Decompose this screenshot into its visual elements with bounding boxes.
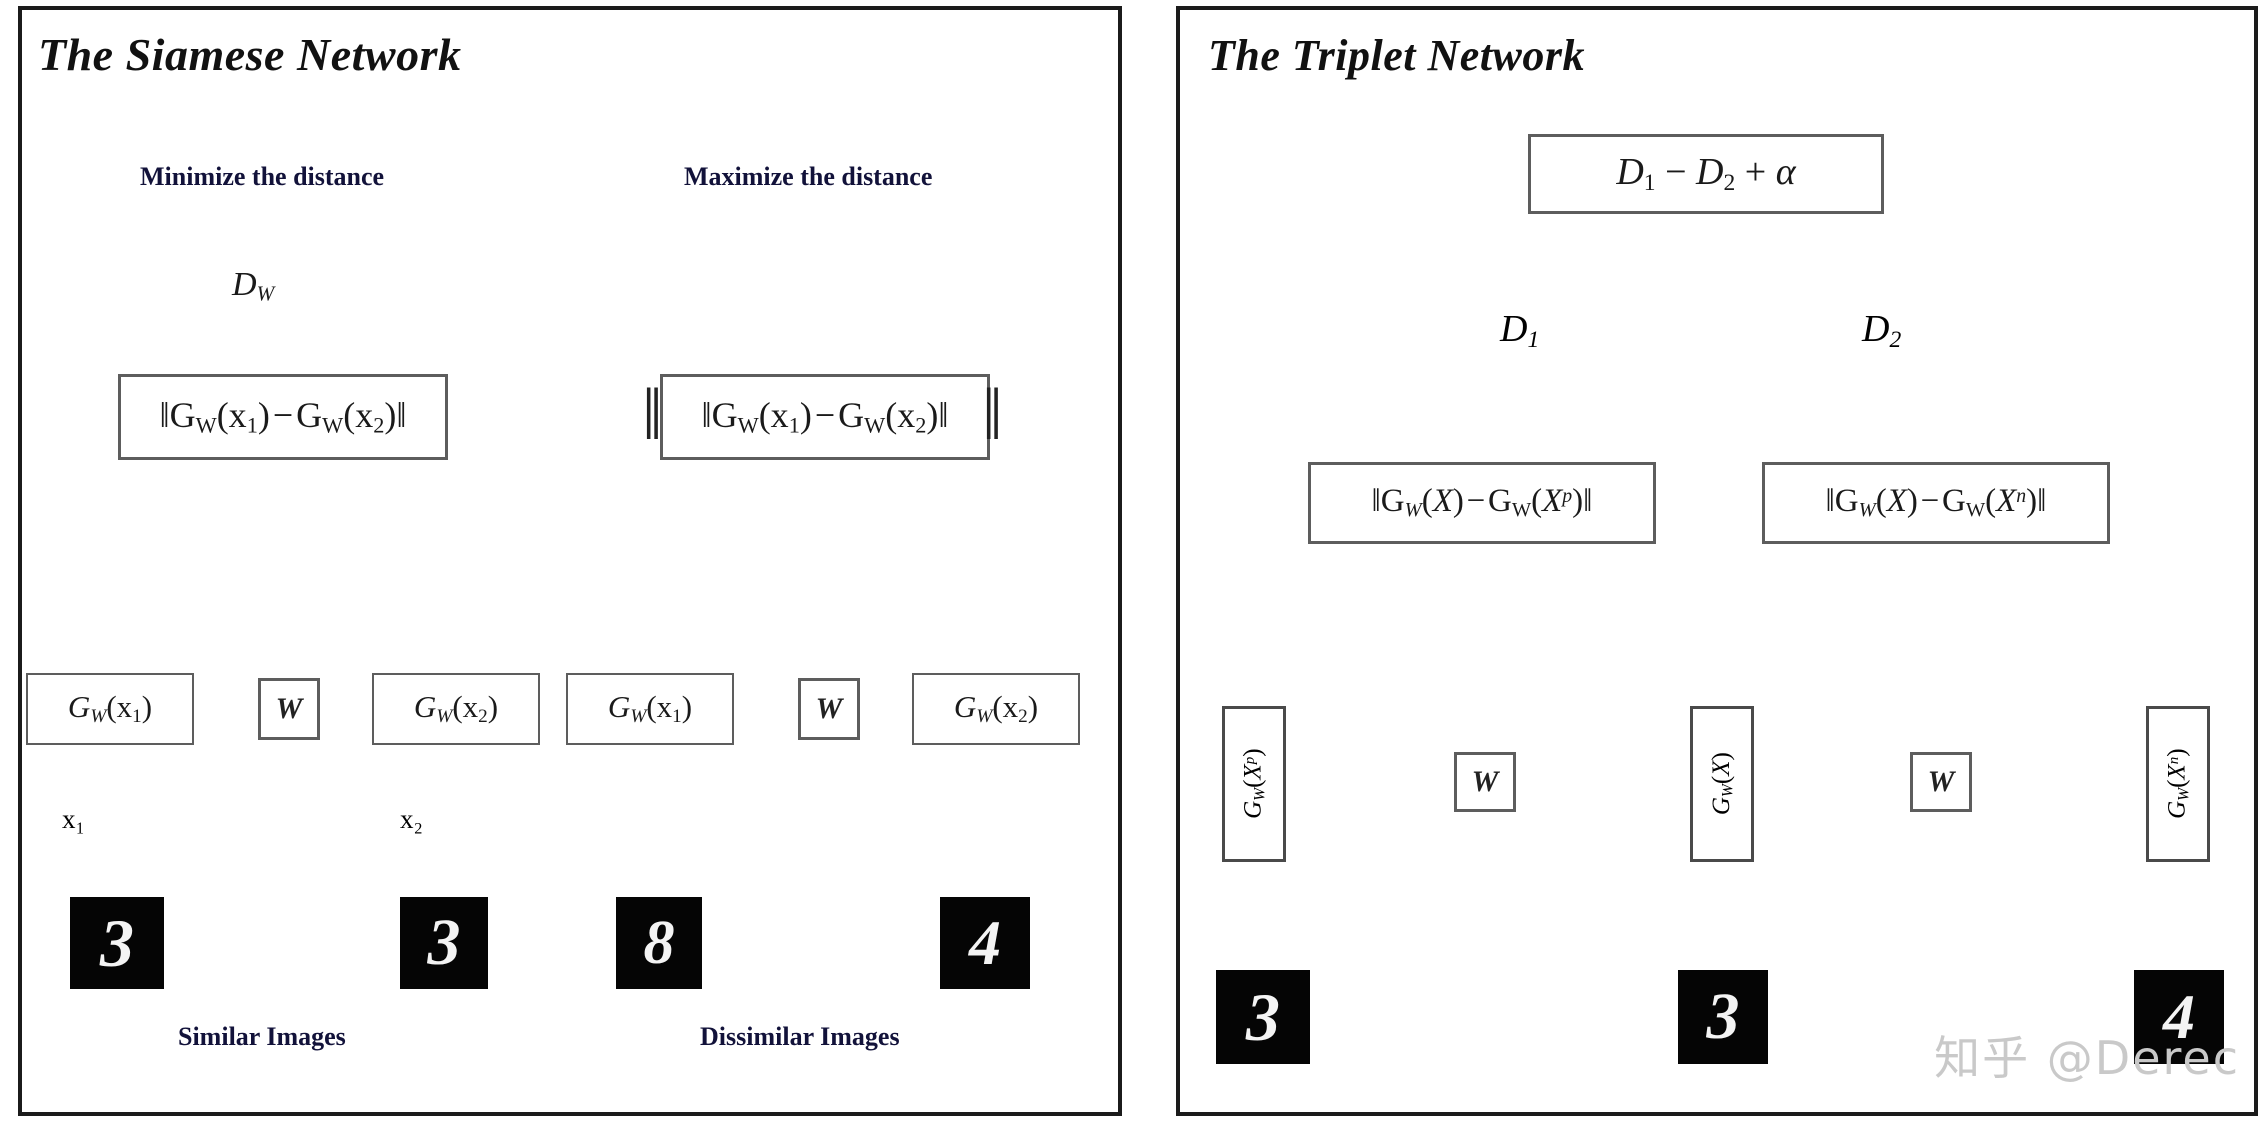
triplet-weight-label-right: W bbox=[1927, 765, 1955, 798]
norm-bar-left-outer: ‖ bbox=[642, 374, 663, 456]
triplet-positive-digit: 3 bbox=[1216, 970, 1310, 1064]
similar-images-caption: Similar Images bbox=[178, 1022, 346, 1051]
siamese-embed-right-1-formula: GW(x1) bbox=[607, 689, 693, 728]
siamese-embed-box-right-2: GW(x2) bbox=[912, 673, 1080, 745]
input-label-x2: x₂ bbox=[400, 804, 423, 834]
triplet-embed-box-negative: GW(Xn) bbox=[2146, 706, 2210, 862]
similar-digit-1: 3 bbox=[70, 897, 164, 989]
distance-dw-label: DW bbox=[232, 266, 275, 306]
triplet-embed-box-positive: GW(Xp) bbox=[1222, 706, 1286, 862]
siamese-embed-box-left-2: GW(x2) bbox=[372, 673, 540, 745]
dissimilar-images-caption: Dissimilar Images bbox=[700, 1022, 900, 1051]
siamese-network-panel bbox=[18, 6, 1122, 1116]
norm-bar-right-outer: ‖ bbox=[982, 374, 1003, 456]
triplet-loss-formula: D1 − D2 + α bbox=[1616, 150, 1796, 196]
triplet-embed-negative-formula: GW(Xn) bbox=[2163, 748, 2193, 820]
siamese-left-distance-formula: ‖GW(x1) − GW(x2)‖ bbox=[159, 395, 407, 438]
triplet-weight-box-right: W bbox=[1910, 752, 1972, 812]
triplet-embed-box-anchor: GW(X) bbox=[1690, 706, 1754, 862]
siamese-right-distance-formula: ‖GW(x1) − GW(x2)‖ bbox=[701, 395, 949, 438]
triplet-embed-positive-formula: GW(Xp) bbox=[1239, 748, 1269, 820]
minimize-distance-label: Minimize the distance bbox=[140, 162, 385, 191]
triplet-panel-title: The Triplet Network bbox=[1208, 31, 1585, 80]
siamese-embed-box-right-1: GW(x1) bbox=[566, 673, 734, 745]
triplet-negative-digit: 4 bbox=[2134, 970, 2224, 1064]
siamese-embed-right-2-formula: GW(x2) bbox=[953, 689, 1039, 728]
triplet-negative-distance-box: ‖GW(X) − GW(Xn)‖ bbox=[1762, 462, 2110, 544]
similar-digit-2: 3 bbox=[400, 897, 488, 989]
triplet-positive-distance-formula: ‖GW(X) − GW(Xp)‖ bbox=[1371, 483, 1593, 522]
siamese-weight-box-left: W bbox=[258, 678, 320, 740]
dissimilar-digit-2: 4 bbox=[940, 897, 1030, 989]
input-label-x1: x₁ bbox=[62, 804, 85, 834]
siamese-embed-left-2-formula: GW(x2) bbox=[413, 689, 499, 728]
maximize-distance-label: Maximize the distance bbox=[684, 162, 933, 191]
siamese-weight-box-right: W bbox=[798, 678, 860, 740]
watermark: 知乎 @Derec bbox=[1934, 1031, 2240, 1085]
siamese-embed-box-left-1: GW(x1) bbox=[26, 673, 194, 745]
triplet-embed-anchor-formula: GW(X) bbox=[1707, 752, 1737, 816]
triplet-d1-label: D1 bbox=[1500, 308, 1540, 353]
dissimilar-digit-1: 8 bbox=[616, 897, 702, 989]
triplet-anchor-digit: 3 bbox=[1678, 970, 1768, 1064]
siamese-embed-left-1-formula: GW(x1) bbox=[67, 689, 153, 728]
siamese-right-distance-box: ‖GW(x1) − GW(x2)‖ bbox=[660, 374, 990, 460]
triplet-loss-box: D1 − D2 + α bbox=[1528, 134, 1884, 214]
siamese-left-distance-box: ‖GW(x1) − GW(x2)‖ bbox=[118, 374, 448, 460]
triplet-positive-distance-box: ‖GW(X) − GW(Xp)‖ bbox=[1308, 462, 1656, 544]
triplet-negative-distance-formula: ‖GW(X) − GW(Xn)‖ bbox=[1825, 483, 2047, 522]
triplet-d2-label: D2 bbox=[1862, 308, 1902, 353]
siamese-panel-title: The Siamese Network bbox=[38, 29, 462, 80]
siamese-weight-label-left: W bbox=[275, 692, 303, 725]
triplet-weight-label-left: W bbox=[1471, 765, 1499, 798]
siamese-weight-label-right: W bbox=[815, 692, 843, 725]
triplet-weight-box-left: W bbox=[1454, 752, 1516, 812]
